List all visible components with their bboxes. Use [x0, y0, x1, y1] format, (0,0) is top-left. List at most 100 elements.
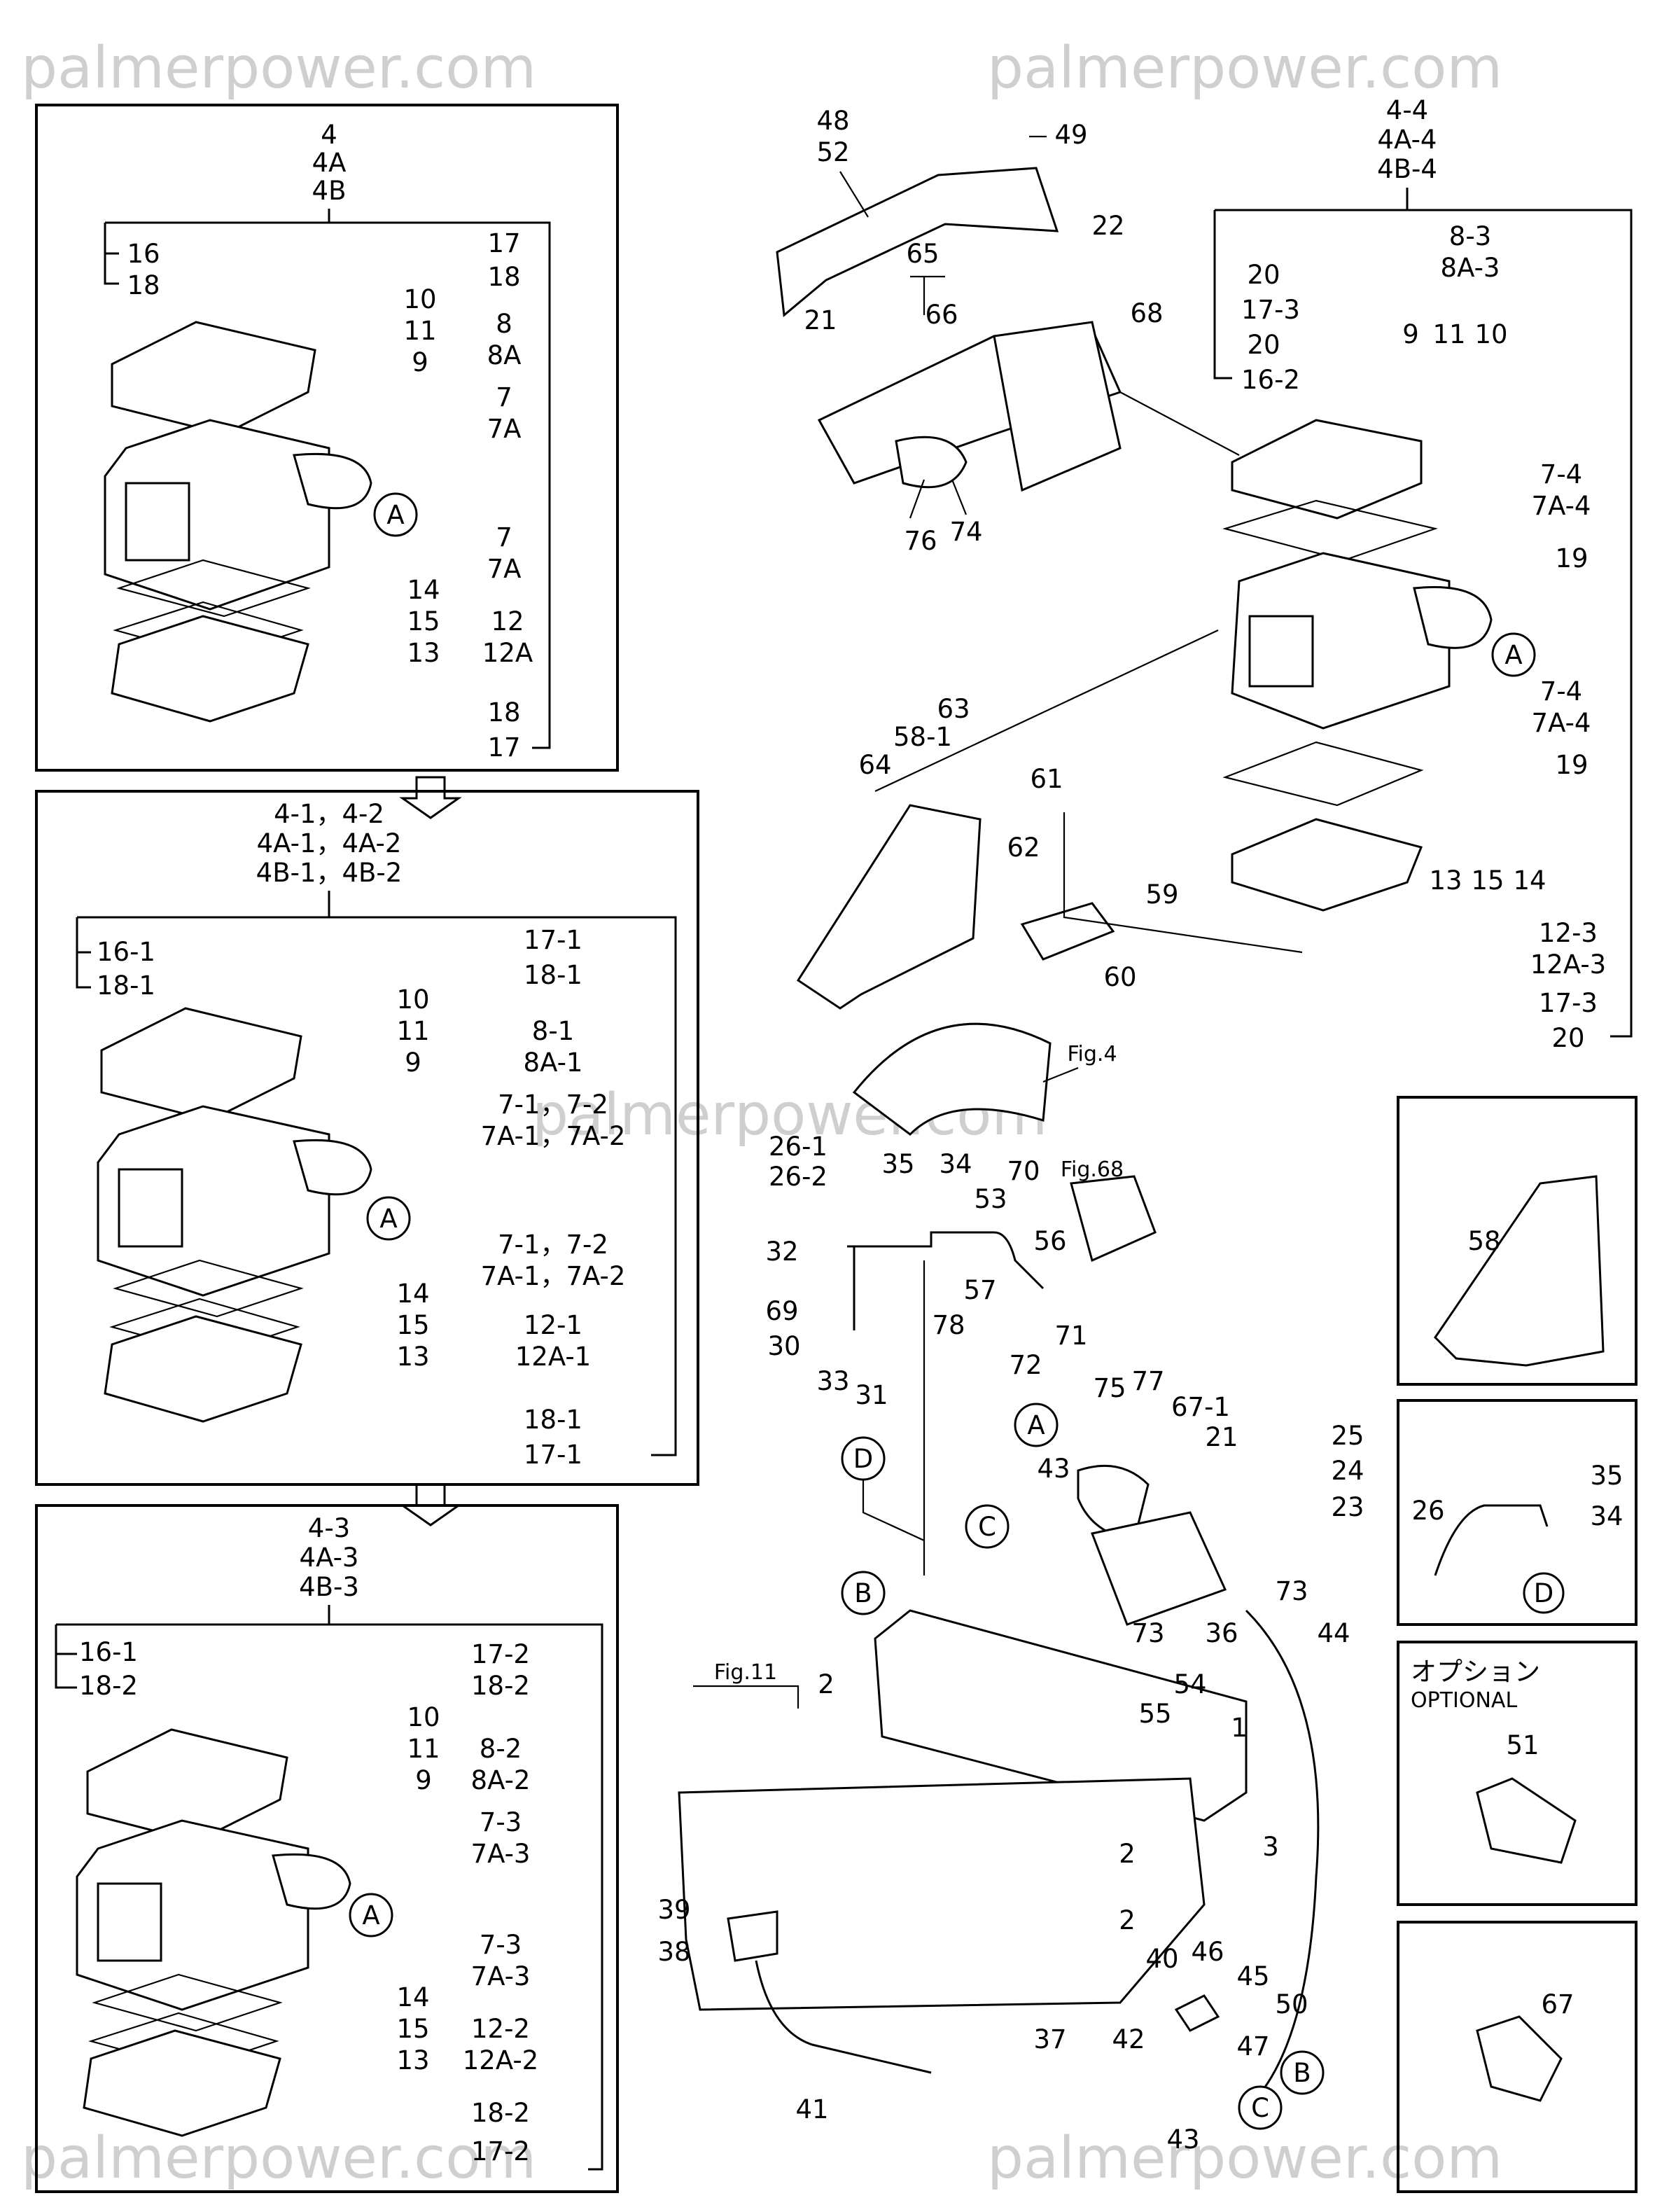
part-label: 17-2	[471, 2136, 530, 2166]
part-label: 48	[816, 106, 849, 136]
part-label: 2	[818, 1669, 834, 1699]
part-label: 31	[855, 1380, 888, 1410]
part-label: 17-3	[1241, 295, 1300, 325]
part-label: 8-2	[480, 1734, 522, 1764]
part-label: 37	[1033, 2024, 1066, 2054]
part-label: 1	[1231, 1713, 1248, 1743]
part-label: 73	[1131, 1618, 1164, 1648]
part-label: 11	[1432, 319, 1465, 349]
bracket-58	[1434, 1175, 1605, 1367]
aftercooler-case	[76, 1819, 309, 2011]
part-label: 15	[396, 1310, 429, 1340]
part-label: 16-1	[79, 1637, 138, 1667]
pipe-group: 26-1 26-2 35 34 70 53 56 57 71 78 72 32 …	[765, 1132, 1157, 1410]
intake-manifold	[874, 1609, 1248, 1822]
part-label: 7-1，7-2	[498, 1090, 608, 1120]
lower-cover	[104, 1315, 302, 1423]
part-label: 18-2	[471, 2098, 530, 2128]
panel-title: 4-1，4-2	[274, 799, 384, 829]
panel-title: 4B-3	[299, 1572, 359, 1602]
part-label: 7A-1，7A-2	[481, 1261, 626, 1291]
part-label: 17	[487, 228, 520, 258]
panel-title: 4B	[312, 176, 347, 206]
part-label: 7	[496, 382, 512, 412]
part-label: 7A	[487, 554, 522, 584]
part-label: 43	[1166, 2124, 1199, 2155]
part-label: 15	[1471, 865, 1504, 896]
part-label: 49	[1054, 120, 1087, 150]
part-label: 8A-3	[1441, 253, 1500, 283]
part-label: 14	[396, 1279, 429, 1309]
part-label: 45	[1236, 1961, 1269, 1991]
inset-frame	[1397, 1921, 1637, 2193]
fig68-component	[1070, 1175, 1157, 1262]
lower-cover	[83, 2029, 281, 2137]
panel-title: 4B-1，4B-2	[256, 858, 403, 888]
watermark-bottom-left: palmerpower.com	[21, 2125, 536, 2192]
optional-label-jp: オプション	[1411, 1657, 1540, 1687]
part-label: 10	[1474, 319, 1507, 349]
part-label: 15	[396, 2014, 429, 2044]
part-label: 7-4	[1540, 459, 1582, 489]
part-label: 12-2	[471, 2014, 530, 2044]
inset-optional-51: オプション OPTIONAL 51	[1397, 1641, 1637, 1906]
outlet-cover	[1231, 419, 1423, 520]
part-label: 62	[1007, 833, 1040, 863]
part-label: 9	[412, 347, 428, 377]
inlet-elbow	[293, 1139, 372, 1196]
part-label: 64	[858, 750, 891, 780]
part-label: 68	[1130, 298, 1163, 328]
callout-a: A	[1504, 640, 1522, 670]
part-label: 8A-1	[524, 1048, 583, 1078]
panel-4: 4 4A 4B A 16 18 17 18 10 11 8 8A 9 7 7A …	[35, 104, 619, 772]
panel-title: 4-4	[1386, 95, 1428, 125]
inset-26: D 35 34 26	[1397, 1399, 1637, 1626]
part-label: 17-1	[524, 925, 582, 955]
watermark-bottom-right: palmerpower.com	[987, 2125, 1502, 2192]
callout-a-circle	[1014, 1403, 1059, 1447]
down-arrow-icon	[399, 776, 462, 819]
part-67	[1476, 2015, 1563, 2102]
cylinder-head	[678, 1777, 1206, 2011]
panel-4-1: 4-1，4-2 4A-1，4A-2 4B-1，4B-2 A 16-1 18-1 …	[35, 790, 699, 1486]
part-label: 58	[1467, 1226, 1500, 1256]
callout-b-circle	[1280, 2050, 1325, 2095]
pipe-26	[1434, 1504, 1549, 1576]
panel-frame	[35, 104, 619, 772]
part-label: 69	[765, 1296, 798, 1326]
callout-a: A	[386, 500, 404, 530]
part-label: 3	[1262, 1832, 1279, 1862]
part-label: 40	[1145, 1944, 1178, 1974]
panel-title: 4-3	[308, 1513, 350, 1543]
part-label: 36	[1205, 1618, 1238, 1648]
inlet-elbow	[272, 1853, 351, 1910]
part-label: 9	[405, 1048, 421, 1078]
part-label: 39	[657, 1895, 690, 1925]
support-bracket	[796, 804, 982, 1010]
part-label: 14	[1513, 865, 1546, 896]
part-label: 34	[939, 1149, 972, 1179]
part-label: 56	[1033, 1226, 1066, 1256]
part-label: 30	[767, 1331, 800, 1361]
part-51	[1476, 1777, 1577, 1864]
part-label: 7A-4	[1532, 491, 1591, 521]
part-label: 12A-1	[515, 1342, 591, 1372]
part-label: 14	[407, 575, 440, 605]
lower-cover	[1231, 818, 1423, 912]
optional-label-en: OPTIONAL	[1411, 1688, 1517, 1713]
part-label: 73	[1275, 1576, 1308, 1606]
part-label: 7	[496, 522, 512, 552]
fig-caption: Fig.4	[1067, 1042, 1117, 1066]
part-label: 67	[1541, 1989, 1574, 2019]
inlet-elbow	[1413, 585, 1493, 649]
part-label: 50	[1275, 1989, 1308, 2019]
part-label: 8-3	[1449, 221, 1491, 251]
part-label: 63	[937, 694, 970, 724]
part-label: 78	[932, 1310, 965, 1340]
fig-caption: Fig.68	[1061, 1157, 1124, 1182]
valve-body	[1174, 1994, 1220, 2032]
part-label: 7-3	[480, 1930, 522, 1960]
drain-pipe	[847, 1231, 1045, 1290]
part-label: 46	[1191, 1937, 1224, 1967]
part-label: 13	[407, 638, 440, 668]
